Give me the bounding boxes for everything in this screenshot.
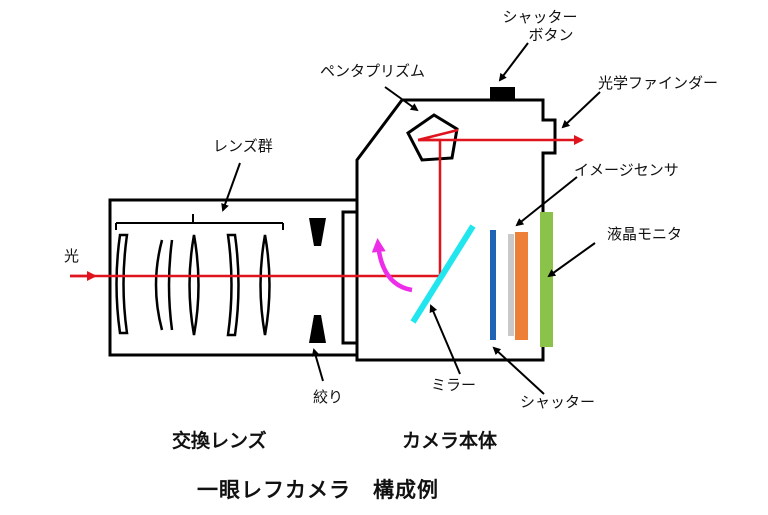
aperture-blade-bottom [309,315,326,343]
lens-elements [115,233,271,337]
label-camera-body: カメラ本体 [402,430,498,452]
light-ray-prism [417,128,459,142]
lens-element-5 [226,233,240,337]
image-sensor [515,232,528,340]
lcd-monitor [540,212,553,347]
label-light: 光 [64,247,80,265]
leader-mirror [429,304,461,375]
label-aperture: 絞り [313,388,344,406]
lens-element-4 [188,234,200,336]
label-leaders [221,42,601,395]
leader-image-sensor [515,176,578,227]
label-shutter-button: シャッター ボタン [490,8,590,44]
label-image-sensor: イメージセンサ [574,161,679,179]
lens-element-2 [154,239,164,331]
label-shutter-button-line2: ボタン [528,26,574,44]
lens-element-1 [115,233,129,335]
shutter-blue-plate [490,230,496,340]
label-lens-group: レンズ群 [213,137,273,155]
label-optical-finder: 光学ファインダー [598,74,719,92]
leader-pentaprism [384,86,419,112]
mirror-motion-arrow [371,238,413,293]
diagram-title: 一眼レフカメラ 構成例 [197,478,439,502]
label-pentaprism: ペンタプリズム [320,62,426,80]
label-shutter-button-line1: シャッター [502,8,578,26]
label-lcd-monitor: 液晶モニタ [607,225,683,243]
lens-element-3 [167,239,174,331]
mirror [410,224,476,324]
leader-aperture [311,348,324,382]
lens-group-bracket [115,214,284,230]
leader-shutter-button [498,42,529,82]
shutter-gray-plate [508,234,514,336]
shutter-button [490,87,515,100]
label-interchangeable-lens: 交換レンズ [172,430,267,452]
label-mirror: ミラー [431,376,477,394]
leader-lcd-monitor [547,242,596,278]
camera-body-outline [355,98,557,362]
leader-optical-finder [561,91,601,129]
light-path [70,128,584,281]
lens-element-6 [259,234,271,336]
leader-shutter [492,346,545,395]
pentaprism [406,113,459,162]
aperture-blade-top [309,218,326,246]
leader-lens-group [221,162,241,212]
label-shutter: シャッター [520,393,596,411]
